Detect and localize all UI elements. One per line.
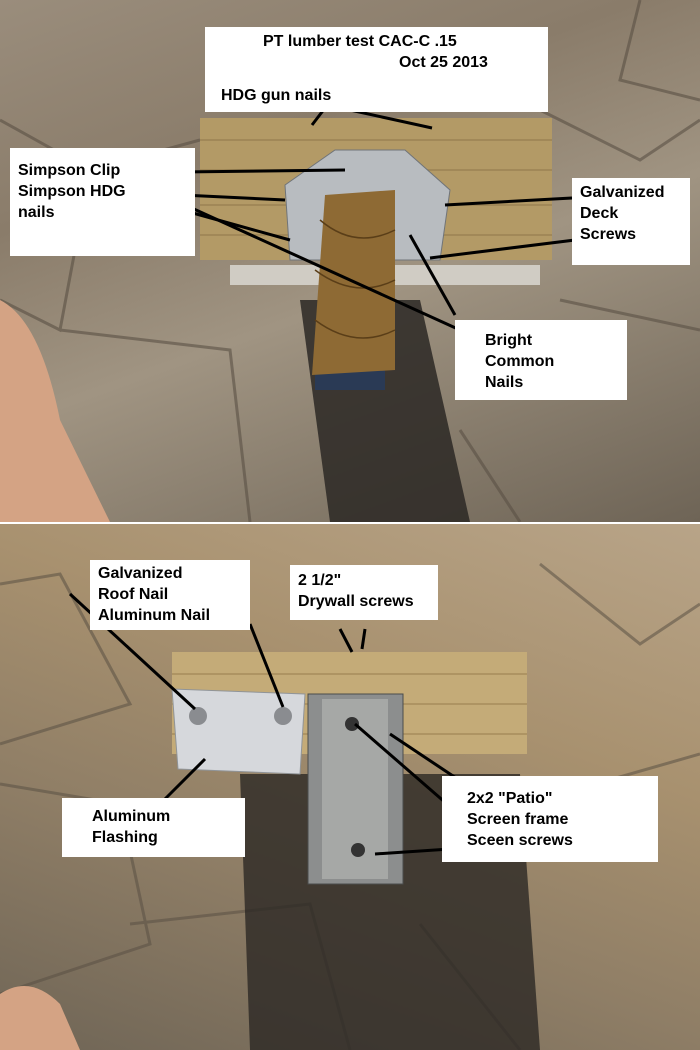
- title-label: PT lumber test CAC-C .15 Oct 25 2013 HDG…: [205, 27, 548, 112]
- label-line: Galvanized: [580, 184, 665, 201]
- flashing-label: Aluminum Flashing: [62, 798, 245, 857]
- divider: [0, 522, 700, 524]
- foot: [0, 300, 110, 522]
- title-line1: PT lumber test CAC-C .15: [263, 33, 457, 50]
- simpson-label: Simpson Clip Simpson HDG nails: [10, 148, 195, 256]
- deck-screws-label: Galvanized Deck Screws: [572, 178, 690, 265]
- label-line: 2 1/2": [298, 572, 342, 589]
- title-line2: Oct 25 2013: [399, 54, 488, 71]
- label-line: Simpson Clip: [18, 162, 121, 179]
- aluminum-flashing: [171, 688, 306, 775]
- patio-label: 2x2 "Patio" Screen frame Sceen screws: [442, 776, 658, 862]
- top-photo-scene: [0, 0, 700, 522]
- label-line: Drywall screws: [298, 593, 414, 610]
- label-line: Roof Nail: [98, 586, 169, 603]
- label-line: Screws: [580, 226, 637, 243]
- label-line: nails: [18, 204, 55, 221]
- foot: [0, 986, 80, 1050]
- common-nails-label: Bright Common Nails: [455, 320, 627, 400]
- label-line: Bright: [485, 332, 533, 349]
- label-line: Flashing: [92, 829, 158, 846]
- label-line: Simpson HDG: [18, 183, 126, 200]
- label-line: Deck: [580, 205, 619, 222]
- hdg-gun-nails-label: HDG gun nails: [221, 87, 332, 104]
- label-line: Common: [485, 353, 555, 370]
- label-line: Nails: [485, 374, 524, 391]
- label-line: Screen frame: [467, 811, 569, 828]
- label-line: Aluminum: [92, 808, 171, 825]
- label-line: Galvanized: [98, 565, 183, 582]
- top-photo: PT lumber test CAC-C .15 Oct 25 2013 HDG…: [0, 0, 700, 522]
- label-line: 2x2 "Patio": [467, 790, 553, 807]
- roof-nail-label: Galvanized Roof Nail Aluminum Nail: [90, 560, 250, 630]
- label-line: Aluminum Nail: [98, 607, 211, 624]
- drywall-label: 2 1/2" Drywall screws: [290, 565, 438, 620]
- bottom-photo: Galvanized Roof Nail Aluminum Nail 2 1/2…: [0, 524, 700, 1050]
- label-line: Sceen screws: [467, 832, 573, 849]
